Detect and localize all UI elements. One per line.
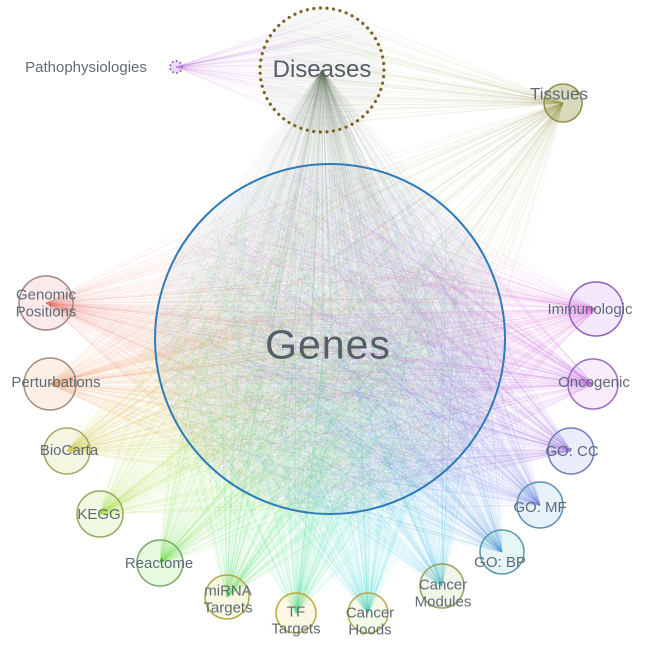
node-circle-diseases[interactable]	[258, 6, 386, 134]
node-circle-genes[interactable]	[154, 163, 506, 515]
node-label-pathophysiologies[interactable]: Pathophysiologies	[25, 58, 147, 76]
node-circle-kegg[interactable]	[76, 490, 124, 538]
node-label-immunologic[interactable]: Immunologic	[547, 300, 633, 318]
node-circle-cancer_modules[interactable]	[419, 563, 465, 609]
node-circle-tf_targets[interactable]	[275, 592, 317, 634]
node-label-genes[interactable]: Genes	[265, 321, 391, 368]
node-circle-tissues[interactable]	[543, 83, 583, 123]
node-label-diseases[interactable]: Diseases	[272, 55, 372, 83]
node-circle-go_mf[interactable]	[516, 481, 564, 529]
node-circle-immunologic[interactable]	[568, 281, 624, 337]
edge-layer	[45, 12, 597, 614]
node-label-genomic-positions[interactable]: Genomic Positions	[15, 286, 77, 320]
node-circle-perturbations[interactable]	[23, 357, 77, 411]
node-circle-go_cc[interactable]	[547, 427, 595, 475]
node-label-tissues[interactable]: Tissues	[530, 84, 588, 104]
node-label-go-cc[interactable]: GO: CC	[545, 442, 599, 460]
node-circle-reactome[interactable]	[136, 539, 184, 587]
node-label-oncogenic[interactable]: Oncogenic	[558, 373, 630, 391]
node-layer	[18, 6, 624, 634]
node-label-go-mf[interactable]: GO: MF	[513, 498, 567, 516]
node-circle-oncogenic[interactable]	[567, 358, 619, 410]
node-circle-cancer_hoods[interactable]	[347, 592, 389, 634]
node-label-biocarta[interactable]: BioCarta	[39, 441, 99, 459]
node-circle-mirna_targets[interactable]	[204, 574, 250, 620]
node-circle-go_bp[interactable]	[479, 529, 525, 575]
node-label-reactome[interactable]: Reactome	[124, 554, 194, 572]
node-label-kegg[interactable]: KEGG	[77, 505, 121, 523]
node-label-go-bp[interactable]: GO: BP	[474, 553, 526, 571]
node-label-cancer-hoods[interactable]: Cancer Hoods	[345, 604, 395, 638]
node-circle-biocarta[interactable]	[43, 427, 91, 475]
node-label-cancer-modules[interactable]: Cancer Modules	[414, 576, 472, 610]
node-label-perturbations[interactable]: Perturbations	[11, 373, 101, 391]
node-circle-pathophysiologies[interactable]	[169, 60, 183, 74]
node-label-mirna-targets[interactable]: miRNA Targets	[203, 582, 253, 616]
node-label-tf-targets[interactable]: TF Targets	[271, 603, 321, 637]
node-circle-genomic_positions[interactable]	[18, 275, 74, 331]
